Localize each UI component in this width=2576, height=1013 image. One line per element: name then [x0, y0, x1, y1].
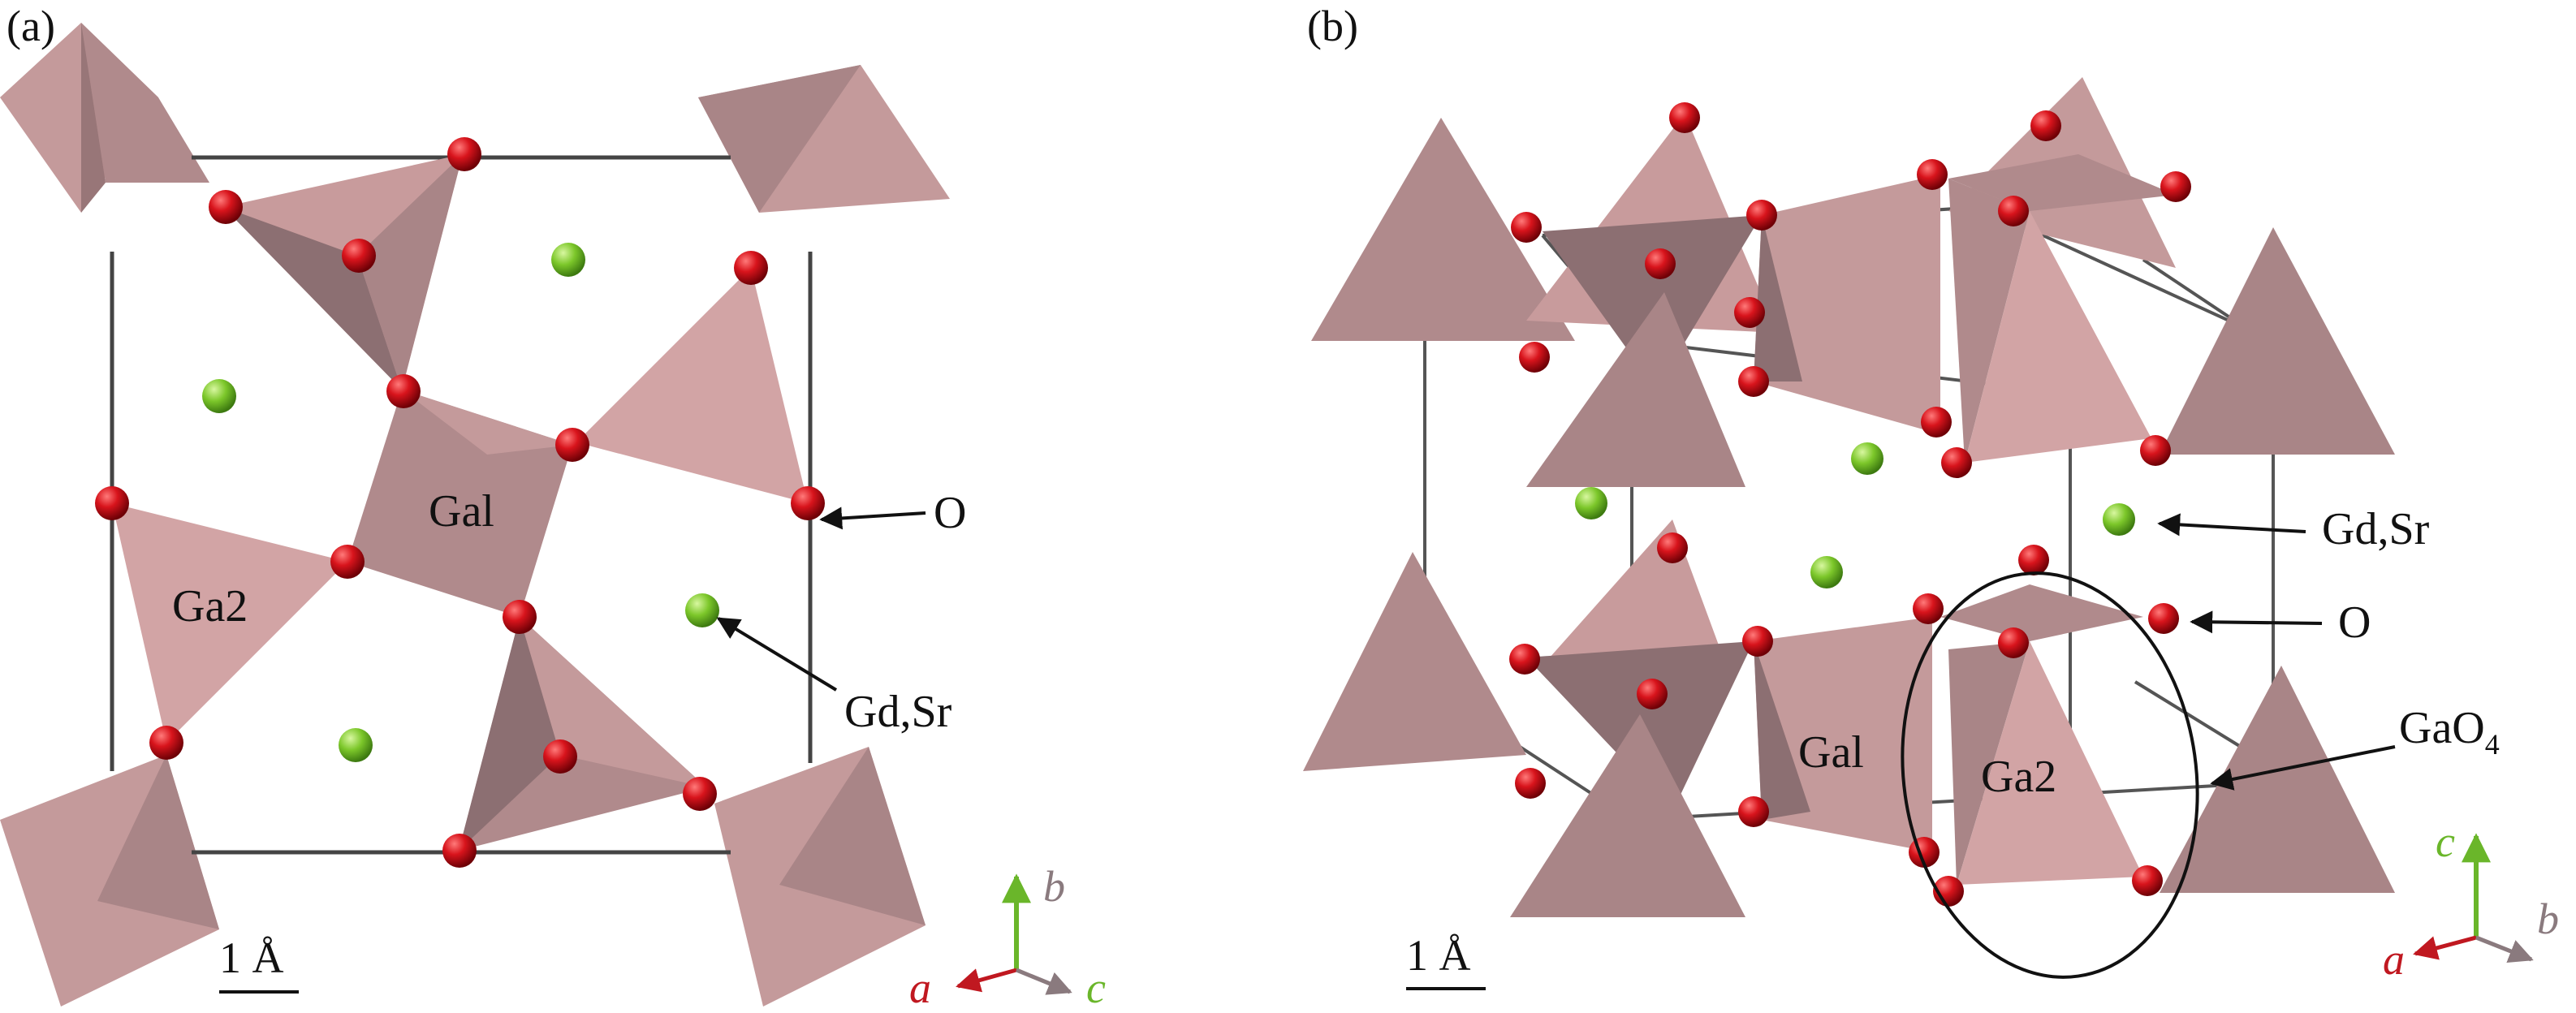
- gdsr-atom: [685, 593, 719, 627]
- oxygen-atom: [734, 251, 768, 285]
- oxygen-atom: [1917, 159, 1948, 190]
- gdsr-atom: [1810, 556, 1843, 588]
- axis-c-label-a: c: [1086, 963, 1106, 1012]
- oxygen-atom: [1921, 407, 1952, 438]
- scale-label-a: 1 Å: [219, 933, 284, 982]
- ga2-label-b: Ga2: [1981, 752, 2056, 802]
- axis-a-label-a: a: [909, 963, 931, 1012]
- gdsr-atom: [551, 243, 585, 277]
- ga1-label-b: Gal: [1798, 727, 1864, 778]
- gao4-pointer: [2210, 745, 2396, 791]
- oxygen-atom: [1515, 768, 1546, 799]
- oxygen-atom: [1645, 248, 1676, 279]
- oxygen-atom: [543, 739, 577, 774]
- oxygen-atom: [95, 486, 129, 520]
- panel-a-tag: (a): [6, 2, 55, 50]
- oxygen-atom: [1657, 532, 1688, 563]
- gao4-highlight-ellipse: [1901, 571, 2199, 979]
- oxygen-atom: [1637, 679, 1668, 709]
- gdsr-atom: [2103, 503, 2135, 536]
- oxygen-pointer-a: [819, 506, 926, 530]
- gdsr-atoms-b: [1575, 442, 2135, 588]
- oxygen-atom: [1734, 297, 1765, 328]
- oxygen-atom: [330, 545, 365, 579]
- tetrahedron-top: [223, 154, 463, 390]
- corner-octahedron-bottom-right: [714, 747, 926, 1007]
- oxygen-atom: [2018, 545, 2049, 575]
- corner-octahedron-top-right: [698, 65, 950, 213]
- oxygen-atom: [2140, 435, 2171, 466]
- oxygen-atom: [555, 428, 589, 462]
- oxygen-atom: [209, 190, 243, 224]
- ga2-label-a: Ga2: [172, 581, 248, 632]
- axis-c-label-b: c: [2436, 817, 2455, 866]
- gdsr-atoms-a: [202, 243, 719, 762]
- oxygen-atom: [683, 777, 717, 811]
- oxygen-atom: [149, 726, 183, 760]
- oxygen-atom: [1509, 644, 1540, 675]
- upper-tetrahedra: [1311, 77, 2395, 487]
- oxygen-atom: [386, 374, 421, 408]
- oxygen-label-a: O: [934, 488, 966, 538]
- oxygen-atom: [1941, 447, 1972, 478]
- scale-label-b: 1 Å: [1406, 931, 1471, 980]
- axis-a-label-b: a: [2383, 935, 2405, 984]
- gdsr-label-a: Gd,Sr: [844, 687, 952, 737]
- gao4-label: GaO4: [2399, 703, 2500, 761]
- oxygen-atom: [442, 834, 477, 868]
- panel-b: (b): [1303, 2, 2559, 990]
- oxygen-atom: [1998, 627, 2029, 658]
- axes-triad-a: b a c: [909, 862, 1106, 1012]
- ga2-tetrahedron: [112, 503, 347, 743]
- oxygen-atom: [1738, 796, 1769, 827]
- corner-octahedron-bottom-left: [0, 755, 219, 1007]
- oxygen-atom: [2160, 171, 2191, 202]
- oxygen-atom: [1913, 593, 1944, 624]
- oxygen-atom: [1998, 196, 2029, 226]
- corner-octahedron-top-left: [0, 23, 209, 213]
- oxygen-atom: [1742, 626, 1773, 657]
- tetrahedron-right: [576, 268, 808, 503]
- ga1-label-a: Gal: [429, 486, 494, 537]
- oxygen-atom: [2132, 865, 2163, 896]
- oxygen-atom: [1511, 212, 1542, 243]
- oxygen-atom: [791, 486, 825, 520]
- oxygen-atom: [447, 137, 481, 171]
- axes-triad-b: c a b: [2383, 817, 2559, 984]
- axis-b-label-a: b: [1043, 862, 1065, 911]
- tetrahedron-bottom: [459, 617, 706, 851]
- oxygen-pointer-b: [2190, 610, 2323, 634]
- oxygen-atom: [503, 600, 537, 634]
- oxygen-atom: [1738, 366, 1769, 397]
- gdsr-label-b: Gd,Sr: [2322, 504, 2430, 554]
- ga1-tetrahedron: [347, 390, 572, 617]
- oxygen-atom: [342, 239, 376, 273]
- gdsr-atom: [202, 379, 236, 413]
- axis-b-label-b: b: [2537, 894, 2559, 943]
- oxygen-atoms-a: [95, 137, 825, 868]
- oxygen-label-b: O: [2338, 597, 2371, 648]
- oxygen-atom: [2030, 110, 2061, 141]
- gdsr-atom: [1575, 487, 1607, 519]
- gdsr-atom: [339, 728, 373, 762]
- panel-a: (a): [0, 2, 1106, 1012]
- gdsr-pointer-a: [716, 617, 838, 692]
- oxygen-atom: [2148, 603, 2179, 634]
- gdsr-atom: [1851, 442, 1883, 475]
- panel-b-tag: (b): [1307, 2, 1358, 50]
- oxygen-atom: [1669, 102, 1700, 133]
- oxygen-atom: [1519, 342, 1550, 373]
- lower-tetrahedra: [1303, 519, 2395, 917]
- gdsr-pointer-b: [2157, 513, 2306, 537]
- oxygen-atom: [1746, 200, 1777, 231]
